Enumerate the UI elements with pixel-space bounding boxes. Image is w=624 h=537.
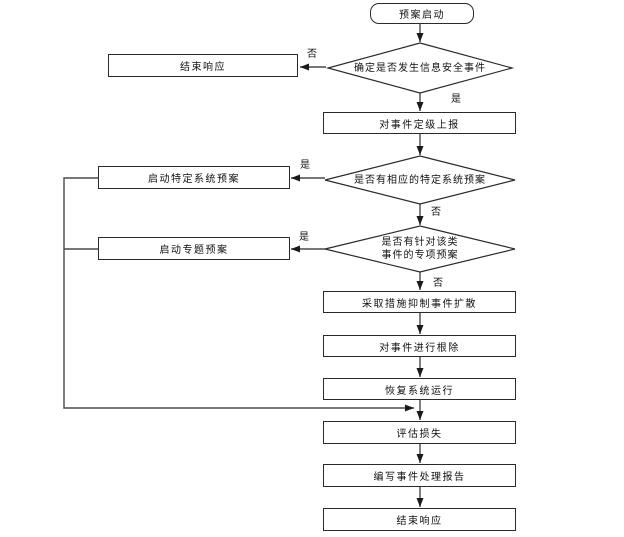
node-restore-system-label: 恢复系统运行 — [385, 385, 454, 397]
node-d1-text: 确定是否发生信息安全事件 — [354, 62, 486, 74]
node-launch-specific-plan-label: 启动特定系统预案 — [148, 174, 240, 185]
branch-label-d2-no: 否 — [431, 207, 441, 218]
branch-label-d1-no: 否 — [307, 49, 317, 60]
node-d3-shape — [324, 225, 516, 273]
node-restore-system: 恢复系统运行 — [323, 378, 516, 400]
node-start: 预案启动 — [370, 3, 474, 24]
node-eradicate-event-label: 对事件进行根除 — [379, 342, 460, 354]
node-launch-special-plan: 启动专题预案 — [98, 237, 290, 260]
node-write-report-label: 编写事件处理报告 — [373, 472, 466, 483]
node-classify-report: 对事件定级上报 — [323, 112, 516, 134]
branch-label-d1-yes: 是 — [451, 94, 461, 105]
node-contain-event-label: 采取措施抑制事件扩散 — [362, 298, 477, 310]
node-assess-loss-label: 评估损失 — [396, 429, 443, 440]
node-end-response-bottom-label: 结束响应 — [396, 516, 443, 527]
node-classify-report-label: 对事件定级上报 — [379, 119, 460, 131]
node-write-report: 编写事件处理报告 — [323, 464, 516, 487]
node-contain-event: 采取措施抑制事件扩散 — [323, 291, 516, 313]
branch-label-d3-no: 否 — [433, 278, 443, 289]
node-d3-text-line1: 是否有针对该类 — [381, 237, 459, 248]
node-d3-label: 是否有针对该类 事件的专项预案 — [325, 226, 515, 272]
node-end-response-bottom: 结束响应 — [323, 508, 516, 531]
node-end-response-top: 结束响应 — [108, 54, 298, 77]
node-d3-text-line2: 事件的专项预案 — [381, 250, 459, 261]
node-d1-label: 确定是否发生信息安全事件 — [328, 43, 512, 93]
node-end-response-top-label: 结束响应 — [180, 62, 226, 73]
node-d2-shape — [324, 155, 516, 205]
node-d2-text: 是否有相应的特定系统预案 — [354, 174, 486, 186]
node-launch-specific-plan: 启动特定系统预案 — [98, 166, 290, 189]
node-eradicate-event: 对事件进行根除 — [323, 335, 516, 357]
branch-label-d2-yes: 是 — [300, 160, 310, 171]
branch-label-d3-yes: 是 — [299, 232, 309, 243]
node-d2-label: 是否有相应的特定系统预案 — [325, 156, 515, 204]
node-assess-loss: 评估损失 — [323, 421, 516, 444]
edge-specific-return-trunk — [63, 177, 414, 412]
node-start-label: 预案启动 — [399, 10, 445, 21]
node-d1-shape — [325, 42, 515, 94]
node-launch-special-plan-label: 启动专题预案 — [159, 245, 229, 256]
